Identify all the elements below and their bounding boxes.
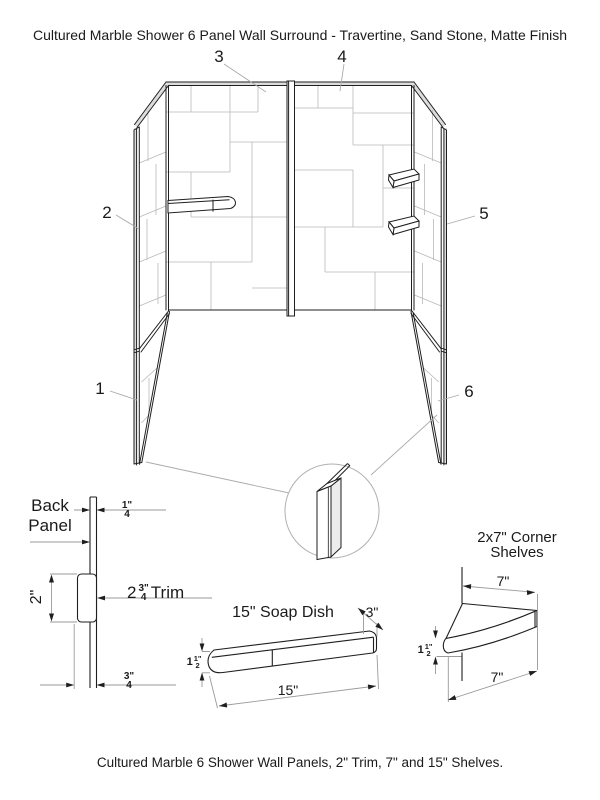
part-label-5: 5 — [479, 204, 489, 223]
corner-shelves-title-line1: 2x7" Corner — [477, 529, 557, 546]
dim-quarter-inch: 1" 4 — [121, 500, 133, 520]
trim-callout: 2 3" 4 Trim — [127, 583, 184, 603]
trim-callout-fraction: 3" 4 — [138, 583, 149, 603]
part-label-1: 1 — [95, 379, 105, 398]
soap-dish-length-dim: 15" — [277, 682, 299, 698]
corner-shelf-bottom-width-dim: 7" — [490, 669, 504, 685]
soap-dish-depth-dim: 3" — [365, 604, 379, 620]
part-label-4: 4 — [337, 47, 347, 66]
corner-shelves-title: 2x7" Corner Shelves — [477, 530, 557, 560]
corner-height-num: 1" — [424, 642, 433, 651]
corner-shelves-on-wall — [387, 168, 420, 236]
back-panel-label-line2: Panel — [28, 516, 72, 535]
part-label-6: 6 — [464, 382, 474, 401]
soap-dish-detail — [199, 607, 384, 709]
part-label-2: 2 — [102, 203, 112, 222]
part-label-3: 3 — [214, 47, 224, 66]
corner-shelf-top-width-dim: 7" — [496, 573, 510, 589]
corner-height-whole: 1 — [417, 644, 424, 656]
dim-three-quarter-inch: 3" 4 — [123, 671, 135, 691]
page-title: Cultured Marble Shower 6 Panel Wall Surr… — [32, 27, 568, 43]
back-panel-detail — [30, 496, 212, 689]
dim-quarter-den: 4 — [124, 509, 130, 520]
surround-outline — [133, 80, 447, 466]
soap-height-den: 2 — [195, 661, 200, 670]
soap-height-whole: 1 — [186, 656, 193, 668]
corner-shelf-height-dim: 1 1" 2 — [417, 642, 433, 658]
soap-height-num: 1" — [193, 654, 202, 663]
soap-height-fraction: 1" 2 — [193, 654, 202, 670]
dim-quarter-num: 1" — [121, 500, 133, 511]
corner-height-den: 2 — [426, 649, 431, 658]
soap-dish-title: 15" Soap Dish — [232, 604, 334, 621]
dim-two-inch: 2" — [28, 589, 45, 605]
trim-frac-num: 3" — [138, 583, 149, 594]
corner-shelf-detail — [433, 567, 538, 702]
back-panel-label: Back Panel — [28, 496, 71, 536]
seam-detail-circle — [284, 463, 380, 561]
trim-callout-suffix: Trim — [150, 583, 185, 602]
soap-dish-on-wall — [167, 195, 237, 214]
trim-frac-den: 4 — [140, 592, 147, 603]
tile-pattern-back — [166, 86, 414, 310]
back-panel-label-line1: Back — [31, 496, 69, 515]
label-leaders — [109, 63, 476, 494]
dim-three-quarter-den: 4 — [126, 680, 132, 691]
dim-three-quarter-num: 3" — [123, 671, 135, 682]
corner-shelves-title-line2: Shelves — [490, 544, 544, 561]
tile-pattern-sides — [139, 110, 442, 424]
page-caption: Cultured Marble 6 Shower Wall Panels, 2"… — [96, 755, 504, 770]
corner-height-fraction: 1" 2 — [424, 642, 433, 658]
trim-callout-prefix: 2 — [127, 583, 137, 602]
soap-dish-height-dim: 1 1" 2 — [186, 654, 202, 670]
